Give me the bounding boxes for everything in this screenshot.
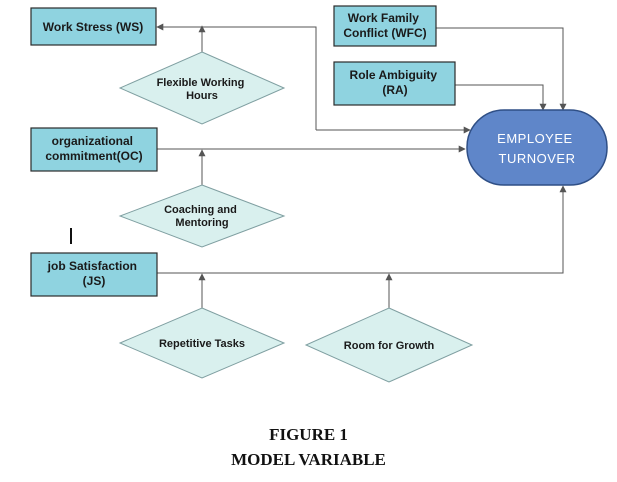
node-ra-line: Role Ambiguity <box>350 68 438 82</box>
svg-text:Coaching and Mentoring: Coaching and Mentoring <box>164 204 240 229</box>
node-flexible-working-hours: Flexible Working Hours <box>118 51 286 125</box>
figure-caption-number: FIGURE 1 <box>269 425 348 444</box>
node-coaching-mentoring: Coaching and Mentoring <box>118 184 286 248</box>
node-js-line: job Satisfaction <box>47 259 137 273</box>
svg-text:Work Stress (WS): Work Stress (WS) <box>43 20 143 34</box>
arrow-js-to-turnover <box>157 185 567 274</box>
node-flexible-line: Flexible Working <box>157 77 245 89</box>
svg-text:Flexible Working Hours: Flexible Working Hours <box>157 77 248 102</box>
node-ra-line: (RA) <box>382 83 407 97</box>
node-ws: Work Stress (WS) <box>30 7 157 46</box>
node-ra: Role Ambiguity (RA) <box>333 61 456 106</box>
figure-caption-title: MODEL VARIABLE <box>231 450 386 469</box>
arrow-wfc-to-turnover <box>436 27 567 111</box>
node-coaching-line: Coaching and <box>164 204 237 216</box>
node-growth-line: Room for Growth <box>344 340 435 352</box>
svg-text:Room for Growth: Room for Growth <box>344 340 435 352</box>
node-turnover-line: EMPLOYEE <box>497 131 573 146</box>
node-flexible-line: Hours <box>186 90 218 102</box>
arrow-ra-to-turnover <box>455 84 547 111</box>
node-js: job Satisfaction (JS) <box>30 252 158 297</box>
svg-text:Role Ambiguity (RA): Role Ambiguity (RA) <box>350 68 441 97</box>
node-repetitive-line: Repetitive Tasks <box>159 338 245 350</box>
svg-text:organizational commitmen: organizational commitment(OC) <box>45 134 142 163</box>
node-room-for-growth: Room for Growth <box>304 307 474 383</box>
node-oc-line: commitment(OC) <box>45 149 142 163</box>
node-oc-line: organizational <box>52 134 133 148</box>
svg-text:EMPLOYEE TURNOVER: EMPLOYEE TURNOVER <box>497 131 577 166</box>
connectors <box>156 23 567 308</box>
node-coaching-line: Mentoring <box>175 217 228 229</box>
arrow-to-ws <box>156 23 317 130</box>
svg-text:job Satisfaction (JS): job Satisfaction (JS) <box>47 259 141 288</box>
node-wfc-line: Work Family <box>348 11 419 25</box>
node-oc: organizational commitment(OC) <box>30 127 158 172</box>
node-repetitive-tasks: Repetitive Tasks <box>118 307 286 379</box>
svg-text:Repetitive Tasks: Repetitive Tasks <box>159 338 245 350</box>
node-employee-turnover: EMPLOYEE TURNOVER <box>466 109 608 186</box>
node-ws-line: Work Stress (WS) <box>43 20 143 34</box>
node-js-line: (JS) <box>83 274 106 288</box>
svg-text:Work Family Conflict (WF: Work Family Conflict (WFC) <box>343 11 426 40</box>
node-wfc-line: Conflict (WFC) <box>343 26 426 40</box>
node-turnover-line: TURNOVER <box>499 151 576 166</box>
node-wfc: Work Family Conflict (WFC) <box>333 5 437 47</box>
text-cursor <box>70 228 72 244</box>
